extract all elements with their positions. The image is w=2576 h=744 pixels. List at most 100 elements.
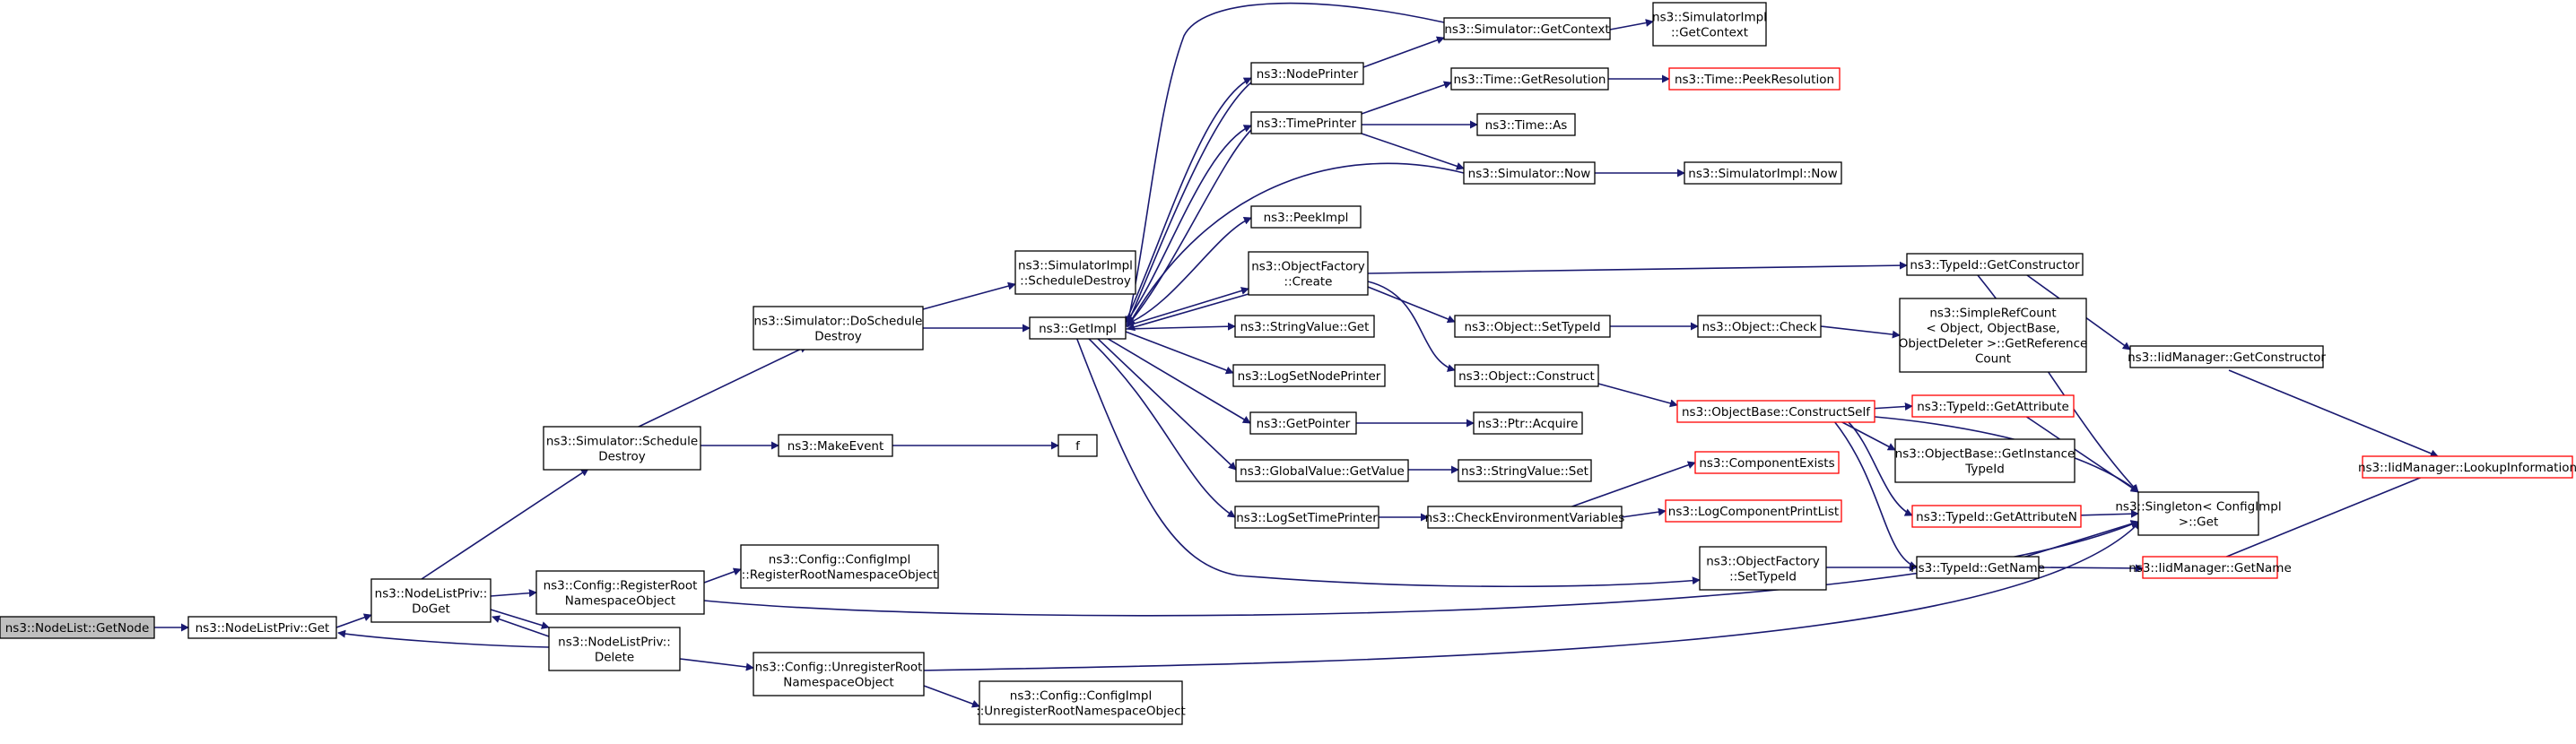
node-iidgetname[interactable]: ns3::IidManager::GetName: [2128, 556, 2292, 579]
node-box: [1476, 113, 1576, 136]
node-delete[interactable]: ns3::NodeListPriv::Delete: [548, 627, 681, 671]
node-siimplnow[interactable]: ns3::SimulatorImpl::Now: [1684, 161, 1842, 185]
node-label: < Object, ObjectBase,: [1926, 322, 2059, 336]
node-label: ns3::SimulatorImpl::Now: [1688, 167, 1837, 181]
node-obconstructself[interactable]: ns3::ObjectBase::ConstructSelf: [1676, 400, 1875, 423]
node-label: ns3::NodePrinter: [1257, 67, 1359, 82]
node-box: [740, 544, 939, 589]
node-logcpl[interactable]: ns3::LogComponentPrintList: [1665, 499, 1842, 523]
node-label: ns3::NodeListPriv::: [558, 636, 671, 650]
node-simgetctx[interactable]: ns3::Simulator::GetContext: [1443, 17, 1611, 40]
edge-doget-regroot: [490, 589, 537, 598]
node-box: [1665, 499, 1842, 523]
node-f[interactable]: f: [1057, 434, 1098, 457]
node-objconstruct[interactable]: ns3::Object::Construct: [1454, 364, 1599, 387]
node-box: [1234, 315, 1375, 338]
node-label: ns3::LogSetTimePrinter: [1236, 511, 1378, 525]
node-ofsettid[interactable]: ns3::ObjectFactory::SetTypeId: [1699, 546, 1827, 591]
node-box: [187, 616, 337, 639]
edge-iidgetctor-iidlookup: [2228, 369, 2439, 458]
node-unregroot[interactable]: ns3::Config::UnregisterRootNamespaceObje…: [753, 652, 925, 696]
node-doget[interactable]: ns3::NodeListPriv::DoGet: [370, 578, 492, 623]
edge-ofcreate-tidgetctor: [1367, 261, 1908, 274]
node-logsettp[interactable]: ns3::LogSetTimePrinter: [1234, 506, 1379, 529]
node-iidgetctor[interactable]: ns3::IidManager::GetConstructor: [2128, 345, 2326, 368]
node-timeas[interactable]: ns3::Time::As: [1476, 113, 1576, 136]
edge-getimpl-getpointer: [1104, 336, 1251, 424]
node-objcheck[interactable]: ns3::Object::Check: [1697, 315, 1822, 338]
node-nodeprinter[interactable]: ns3::NodePrinter: [1250, 62, 1364, 85]
node-regroot[interactable]: ns3::Config::RegisterRootNamespaceObject: [535, 570, 705, 615]
node-box: [1249, 411, 1357, 435]
node-box: [1250, 205, 1362, 229]
node-box: [979, 680, 1183, 725]
node-logsetnp[interactable]: ns3::LogSetNodePrinter: [1232, 364, 1386, 387]
node-checkenv[interactable]: ns3::CheckEnvironmentVariables: [1425, 506, 1625, 529]
node-label: ns3::ComponentExists: [1699, 456, 1834, 471]
edge-simsched-doschd: [636, 345, 808, 428]
node-simplerefcount[interactable]: ns3::SimpleRefCount< Object, ObjectBase,…: [1899, 298, 2088, 373]
node-box: [1232, 364, 1386, 387]
node-label: Destroy: [814, 330, 862, 344]
node-box: [1699, 546, 1827, 591]
node-label: ns3::TypeId::GetName: [1910, 561, 2045, 575]
node-box: [1248, 251, 1369, 296]
edge-getimpl-ofcreate: [1125, 287, 1249, 327]
node-label: ns3::ObjectFactory: [1251, 260, 1365, 274]
node-getpointer[interactable]: ns3::GetPointer: [1249, 411, 1357, 435]
edge-nodeprinter-simgetctx: [1362, 36, 1445, 68]
node-box: [1668, 67, 1841, 91]
node-box: [1250, 111, 1362, 134]
node-label: ::Create: [1284, 275, 1333, 290]
edge-obconstructself-tidgetname: [1833, 420, 1918, 569]
node-simimplsd[interactable]: ns3::SimulatorImpl::ScheduleDestroy: [1014, 250, 1136, 295]
node-cfgreg[interactable]: ns3::Config::ConfigImpl::RegisterRootNam…: [740, 544, 939, 589]
node-singleton[interactable]: ns3::Singleton< ConfigImpl>::Get: [2115, 491, 2282, 536]
node-peekimpl[interactable]: ns3::PeekImpl: [1250, 205, 1362, 229]
node-box: [1234, 506, 1379, 529]
node-timeprinter[interactable]: ns3::TimePrinter: [1250, 111, 1362, 134]
edge-timeprinter-timegetres: [1361, 81, 1452, 115]
node-label: ns3::StringValue::Get: [1240, 320, 1370, 334]
node-label: ::UnregisterRootNamespaceObject: [976, 705, 1186, 719]
node-label: ns3::NodeListPriv::: [375, 587, 488, 601]
node-nlpget[interactable]: ns3::NodeListPriv::Get: [187, 616, 337, 639]
node-getimpl[interactable]: ns3::GetImpl: [1029, 316, 1127, 340]
edge-ofcreate-objconstruct: [1367, 281, 1456, 372]
node-label: ns3::LogSetNodePrinter: [1238, 369, 1381, 384]
node-tidgetname[interactable]: ns3::TypeId::GetName: [1910, 556, 2045, 579]
node-box: [535, 570, 705, 615]
node-compexists[interactable]: ns3::ComponentExists: [1694, 451, 1840, 474]
edge-objcheck-simplerefcount: [1820, 325, 1901, 339]
node-simnow[interactable]: ns3::Simulator::Now: [1463, 161, 1596, 185]
node-box: [370, 578, 492, 623]
node-label: ::ScheduleDestroy: [1020, 274, 1131, 289]
node-iidlookup[interactable]: ns3::IidManager::LookupInformation: [2358, 455, 2576, 479]
node-timepeekres[interactable]: ns3::Time::PeekResolution: [1668, 67, 1841, 91]
node-siimplgetctx[interactable]: ns3::SimulatorImpl::GetContext: [1652, 2, 1767, 47]
node-ptracquire[interactable]: ns3::Ptr::Acquire: [1473, 411, 1583, 435]
node-cfgunreg[interactable]: ns3::Config::ConfigImpl::UnregisterRootN…: [976, 680, 1186, 725]
node-tidgetattr[interactable]: ns3::TypeId::GetAttribute: [1911, 394, 2075, 418]
node-box: [1697, 315, 1822, 338]
node-makeevent[interactable]: ns3::MakeEvent: [778, 434, 893, 457]
node-tidgetattrn[interactable]: ns3::TypeId::GetAttributeN: [1911, 505, 2082, 528]
node-box: [2129, 345, 2324, 368]
node-tidgetctor[interactable]: ns3::TypeId::GetConstructor: [1906, 253, 2084, 276]
node-timegetres[interactable]: ns3::Time::GetResolution: [1450, 67, 1609, 91]
node-gvgetvalue[interactable]: ns3::GlobalValue::GetValue: [1235, 459, 1409, 482]
node-simsched[interactable]: ns3::Simulator::ScheduleDestroy: [543, 426, 701, 471]
node-getnode[interactable]: ns3::NodeList::GetNode: [0, 616, 155, 639]
edge-delete-doget: [492, 615, 550, 637]
node-svset[interactable]: ns3::StringValue::Set: [1458, 459, 1592, 482]
node-ofcreate[interactable]: ns3::ObjectFactory::Create: [1248, 251, 1369, 296]
node-objsettid[interactable]: ns3::Object::SetTypeId: [1454, 315, 1611, 338]
node-label: ns3::CheckEnvironmentVariables: [1425, 511, 1625, 525]
node-label: ns3::SimulatorImpl: [1018, 259, 1133, 273]
edge-unregroot-cfgunreg: [923, 685, 980, 708]
edge-getimpl-peekimpl: [1125, 217, 1252, 325]
node-box: [1029, 316, 1127, 340]
node-svget[interactable]: ns3::StringValue::Get: [1234, 315, 1375, 338]
